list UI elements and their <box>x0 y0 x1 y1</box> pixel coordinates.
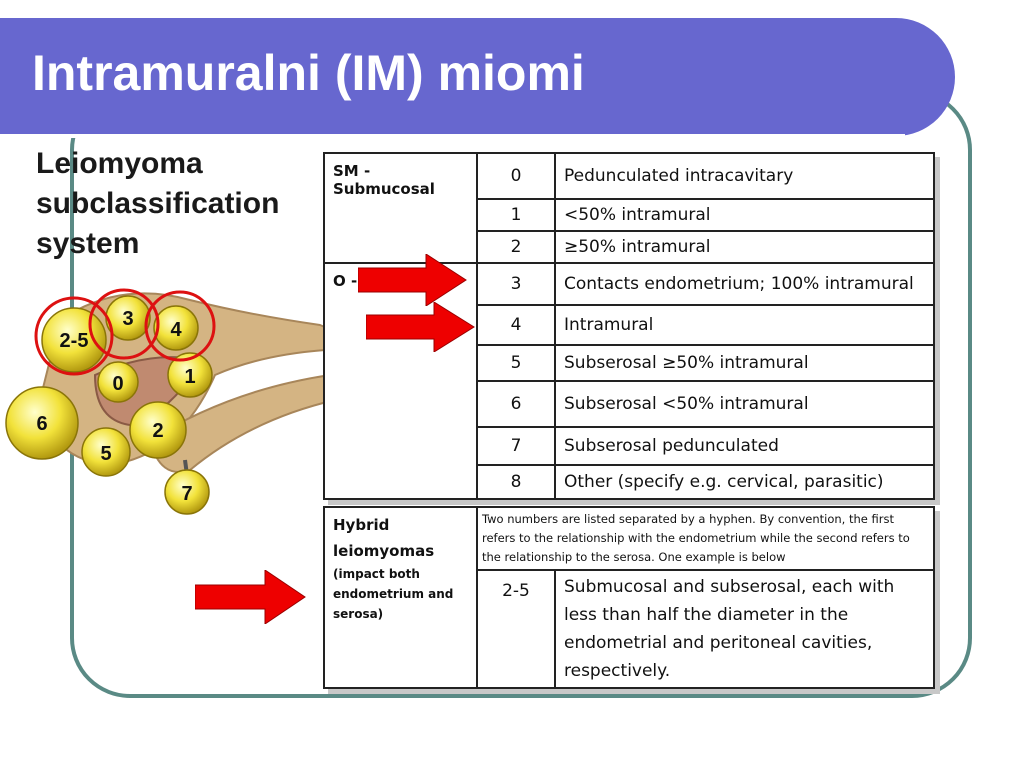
hybrid-code: 2-5 <box>476 569 556 689</box>
table-row: 6 Subserosal <50% intramural <box>324 380 935 428</box>
desc-cell: Intramural <box>554 304 935 346</box>
code-cell: 8 <box>476 464 556 500</box>
fibroid-0: 0 <box>97 361 139 403</box>
hybrid-title: Hybrid leiomyomas <box>333 516 435 560</box>
fibroid-6: 6 <box>5 386 79 460</box>
hybrid-note: Two numbers are listed separated by a hy… <box>476 506 935 571</box>
classification-table: SM - Submucosal 0 Pedunculated intracavi… <box>323 152 935 500</box>
slide-title: Intramuralni (IM) miomi <box>32 45 585 101</box>
desc-cell: ≥50% intramural <box>554 230 935 264</box>
table-row: 1 <50% intramural <box>324 198 935 232</box>
fibroid-label: 5 <box>100 443 111 465</box>
fibroid-label: 7 <box>181 483 192 505</box>
fibroid-2: 2 <box>129 401 187 459</box>
arrow-right-icon <box>358 254 467 306</box>
desc-cell: Subserosal <50% intramural <box>554 380 935 428</box>
code-cell: 7 <box>476 426 556 466</box>
group-cell-other: O - <box>323 262 478 500</box>
fibroid-label: 2-5 <box>60 330 89 352</box>
desc-cell: Contacts endometrium; 100% intramural <box>554 262 935 306</box>
uterus-diagram: 2-5 3 4 0 1 6 2 5 7 <box>5 288 345 515</box>
code-cell: 2 <box>476 230 556 264</box>
fibroid-4: 4 <box>153 305 199 351</box>
fibroid-label: 3 <box>122 308 133 330</box>
table-row: 2 ≥50% intramural <box>324 230 935 264</box>
table-row: 4 Intramural <box>324 304 935 346</box>
desc-cell: <50% intramural <box>554 198 935 232</box>
desc-cell: Subserosal ≥50% intramural <box>554 344 935 382</box>
table-row: 7 Subserosal pedunculated <box>324 426 935 466</box>
arrow-right-icon <box>195 570 306 624</box>
arrow-right-icon <box>366 302 475 352</box>
group-cell-submucosal: SM - Submucosal <box>323 152 478 264</box>
hybrid-table: Hybrid leiomyomas (impact both endometri… <box>323 506 935 689</box>
fibroid-label: 4 <box>170 319 182 341</box>
table-row: 8 Other (specify e.g. cervical, parasiti… <box>324 464 935 500</box>
hybrid-desc: Submucosal and subserosal, each with les… <box>554 569 935 689</box>
code-cell: 4 <box>476 304 556 346</box>
desc-cell: Pedunculated intracavitary <box>554 152 935 200</box>
code-cell: 5 <box>476 344 556 382</box>
hybrid-title-cell: Hybrid leiomyomas (impact both endometri… <box>323 506 478 689</box>
fibroid-1: 1 <box>167 352 213 398</box>
fibroid-label: 6 <box>36 413 47 435</box>
code-cell: 1 <box>476 198 556 232</box>
desc-cell: Other (specify e.g. cervical, parasitic) <box>554 464 935 500</box>
table-row: O - 3 Contacts endometrium; 100% intramu… <box>323 262 935 500</box>
fibroid-7: 7 <box>164 469 210 515</box>
highlight-circle-4 <box>144 290 216 362</box>
fibroid-label: 1 <box>184 366 195 388</box>
fibroid-label: 0 <box>112 373 123 395</box>
code-cell: 0 <box>476 152 556 200</box>
code-cell: 3 <box>476 262 556 306</box>
title-bar <box>0 18 955 136</box>
table-row: 2-5 Submucosal and subserosal, each with… <box>324 569 935 689</box>
hybrid-subtitle: (impact both endometrium and serosa) <box>333 567 454 621</box>
fibroid-2-5: 2-5 <box>41 307 107 373</box>
table-row: SM - Submucosal 0 Pedunculated intracavi… <box>323 152 935 264</box>
table-row: 5 Subserosal ≥50% intramural <box>324 344 935 382</box>
highlight-circle-2-5 <box>34 296 114 376</box>
fibroid-label: 2 <box>152 420 163 442</box>
code-cell: 6 <box>476 380 556 428</box>
fibroid-3: 3 <box>105 295 151 341</box>
fibroid-5: 5 <box>81 427 131 477</box>
desc-cell: Subserosal pedunculated <box>554 426 935 466</box>
highlight-circle-3 <box>88 288 160 360</box>
side-heading: Leiomyoma subclassification system <box>36 147 280 260</box>
title-underline <box>0 134 905 138</box>
table-row: Hybrid leiomyomas (impact both endometri… <box>323 506 935 689</box>
